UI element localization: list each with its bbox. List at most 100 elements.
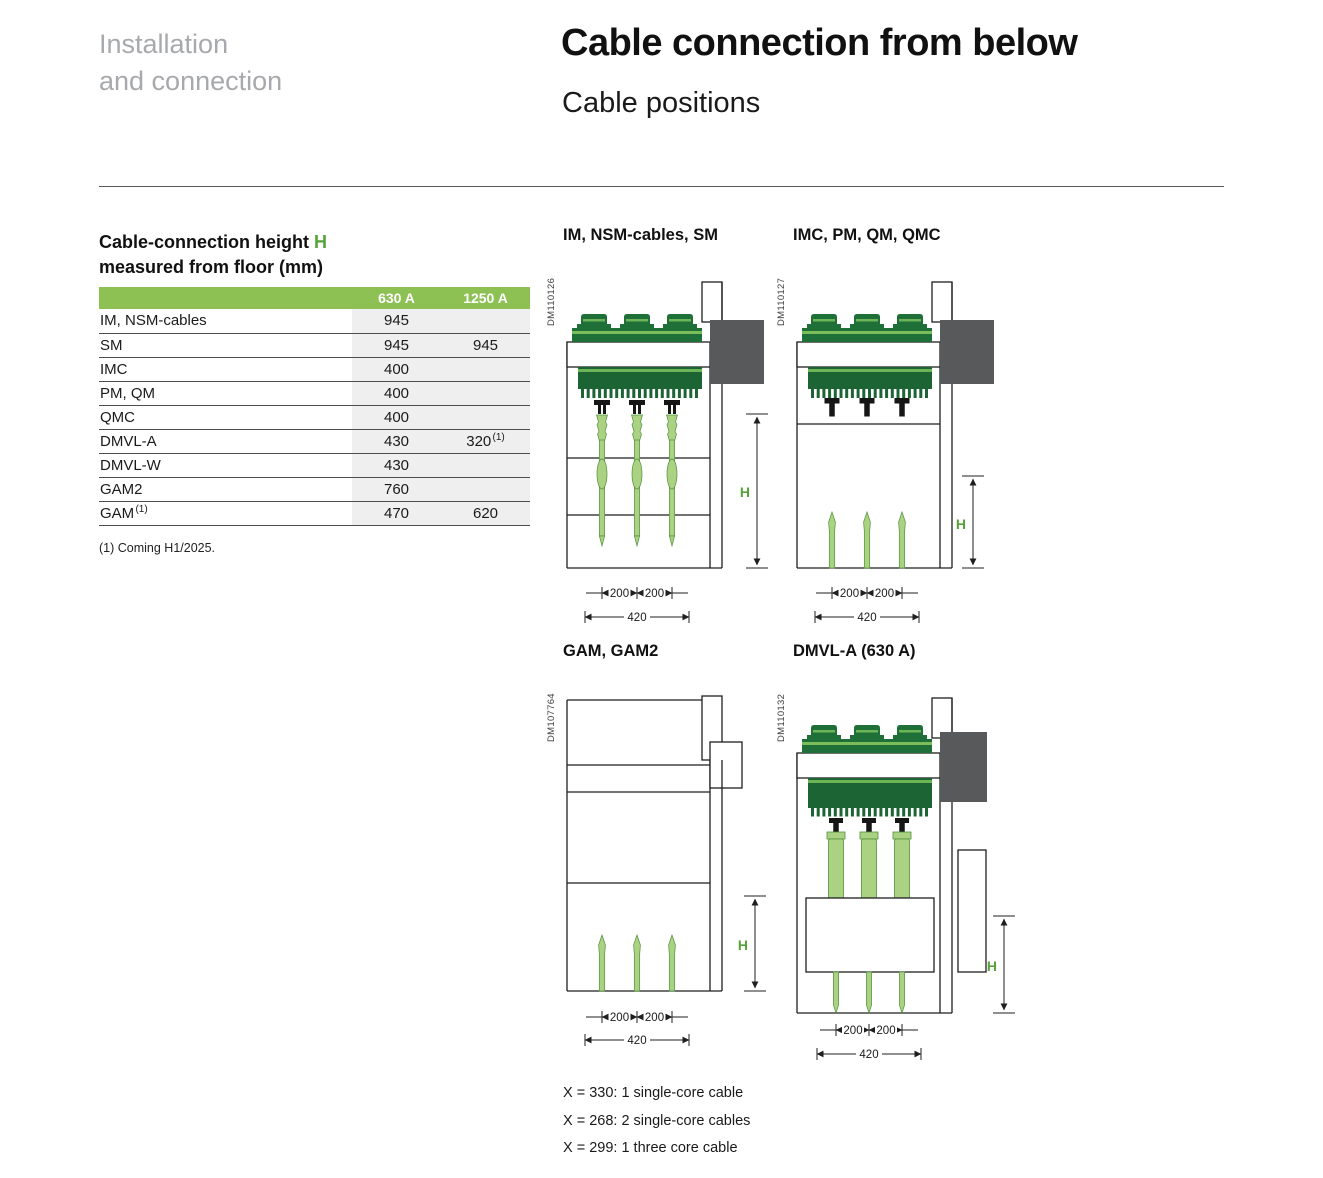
label-mask	[624, 1034, 650, 1046]
cell-630: 470	[352, 501, 441, 526]
table-title-h: H	[314, 232, 328, 252]
page-subtitle: Cable positions	[562, 87, 761, 119]
dim-200-right: 200	[875, 588, 894, 600]
table-row: IM, NSM-cables 945	[99, 309, 530, 334]
t-connectors	[824, 398, 910, 417]
h-dimension	[962, 475, 984, 569]
dim-200-left: 200	[840, 588, 859, 600]
table-title: Cable-connection height H measured from …	[99, 230, 530, 280]
connection-chamber	[805, 897, 935, 973]
table-header-row: 630 A 1250 A	[99, 287, 530, 309]
row-label: DMVL-W	[99, 453, 352, 478]
label-mask	[875, 1024, 897, 1036]
cell-1250	[441, 453, 530, 478]
dim-420: 420	[627, 1035, 646, 1046]
cable-height-table: 630 A 1250 A IM, NSM-cables 945 SM 945 9…	[99, 287, 530, 526]
label-mask	[608, 587, 631, 599]
h-dimension	[746, 413, 768, 569]
table-row: GAM2 760	[99, 477, 530, 502]
h-dimension-label: H	[740, 484, 750, 500]
cell-1250: 320 (1)	[441, 429, 530, 454]
diagram-imc-pm-qm-qmc: IMC, PM, QM, QMC DM110127	[770, 226, 1030, 666]
heatsink-comb	[808, 778, 932, 817]
switchgear-drawing-icon: H 200 200 420	[796, 697, 1015, 1061]
legend-line: X = 268: 2 single-core cables	[563, 1112, 751, 1129]
h-dimension	[993, 915, 1015, 1014]
cell-630: 945	[352, 309, 441, 334]
cell-630: 400	[352, 357, 441, 382]
cabinet-outline	[796, 281, 953, 569]
label-mask	[873, 587, 896, 599]
mechanism-box	[940, 732, 987, 802]
header-630A: 630 A	[352, 287, 441, 309]
cell-1250	[441, 357, 530, 382]
diagram-title: DMVL-A (630 A)	[793, 642, 916, 660]
diagram-title: IMC, PM, QM, QMC	[793, 226, 941, 244]
section-label-line1: Installation	[99, 29, 229, 59]
pitch-dimension	[820, 1024, 918, 1036]
dim-200-left: 200	[610, 588, 629, 600]
diagram-dmvl-a: DMVL-A (630 A) DM110132	[770, 642, 1030, 1082]
dim-420: 420	[857, 612, 876, 624]
h-dimension-label: H	[987, 958, 997, 974]
row-label: DMVL-A	[99, 429, 352, 454]
heatsink-comb	[808, 367, 932, 398]
row-label: GAM (1)	[99, 501, 352, 526]
cable-stubs	[833, 971, 905, 1014]
label-mask	[608, 1011, 631, 1023]
legend-line: X = 299: 1 three core cable	[563, 1140, 738, 1156]
cell-630: 430	[352, 429, 441, 454]
diagram-im-nsm-sm: IM, NSM-cables, SM DM110126	[540, 226, 800, 666]
switchgear-drawing-icon: H 200 200 420	[566, 695, 766, 1046]
cable-terminations	[593, 399, 681, 547]
cell-1250	[441, 309, 530, 334]
row-label: SM	[99, 333, 352, 358]
cell-630: 400	[352, 405, 441, 430]
dim-200-right: 200	[645, 1012, 664, 1024]
dim-200-left: 200	[843, 1025, 862, 1037]
cabinet-outline	[566, 695, 743, 992]
header-divider	[99, 186, 1224, 187]
row-label: GAM2	[99, 477, 352, 502]
row-label: IM, NSM-cables	[99, 309, 352, 334]
switchgear-drawing-icon: H 200 200 420	[796, 281, 994, 624]
table-row: QMC 400	[99, 405, 530, 430]
mechanism-box	[710, 320, 764, 384]
mechanism-box	[940, 320, 994, 384]
label-mask	[643, 587, 666, 599]
table-title-text: Cable-connection height	[99, 232, 315, 252]
cell-1250: 620	[441, 501, 530, 526]
dim-200-right: 200	[645, 588, 664, 600]
label-mask	[842, 1024, 864, 1036]
dim-200-left: 200	[610, 1012, 629, 1024]
height-table-block: Cable-connection height H measured from …	[99, 230, 530, 526]
cable-terminations	[826, 817, 912, 900]
label-mask	[643, 1011, 666, 1023]
cell-1250	[441, 405, 530, 430]
cable-stubs	[828, 511, 906, 569]
cable-legend: X = 330: 1 single-core cable X = 268: 2 …	[563, 1080, 750, 1163]
cell-630: 945	[352, 333, 441, 358]
dim-200-right: 200	[876, 1025, 895, 1037]
table-row: IMC 400	[99, 357, 530, 382]
table-row: DMVL-A 430 320 (1)	[99, 429, 530, 454]
section-label-line2: and connection	[99, 66, 283, 96]
label-mask	[838, 587, 861, 599]
pitch-dimension	[816, 587, 918, 599]
heatsink-comb	[578, 367, 702, 398]
header-empty	[99, 287, 352, 309]
table-title-line2: measured from floor (mm)	[99, 257, 324, 277]
dim-420: 420	[627, 612, 646, 624]
h-dimension	[744, 895, 766, 992]
cabinet-outline	[796, 697, 987, 1014]
label-mask	[854, 611, 880, 623]
label-mask	[856, 1048, 882, 1060]
cell-630: 760	[352, 477, 441, 502]
row-label: PM, QM	[99, 381, 352, 406]
header-1250A: 1250 A	[441, 287, 530, 309]
h-dimension-label: H	[956, 516, 966, 532]
bushing-assembly	[802, 725, 932, 753]
row-label: QMC	[99, 405, 352, 430]
legend-line: X = 330: 1 single-core cable	[563, 1085, 744, 1101]
